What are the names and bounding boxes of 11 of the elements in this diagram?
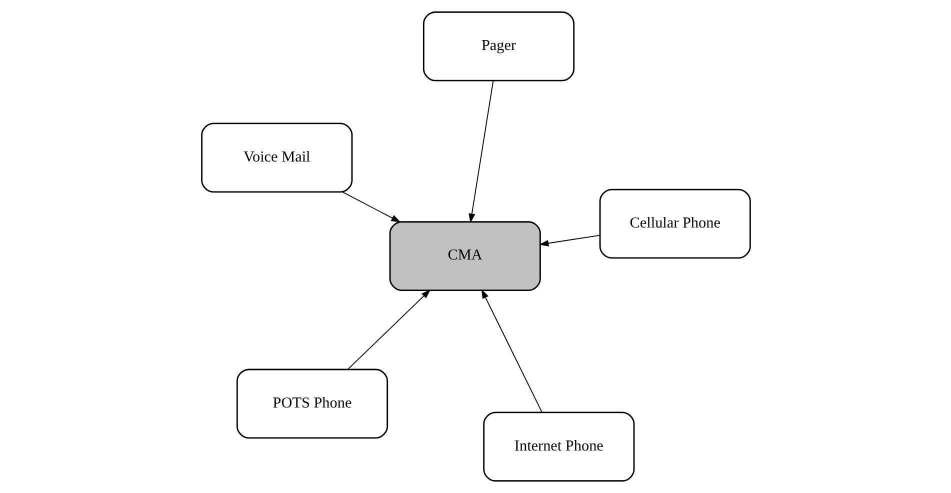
node-box: CMA [388,221,540,292]
arrow [538,234,600,247]
node-box: Voice Mail [200,122,352,193]
arrow [346,289,430,370]
node-box: Internet Phone [482,412,634,482]
node-box: POTS Phone [236,368,388,439]
node-box: Cellular Phone [598,188,750,259]
arrow [480,289,542,413]
arrow [468,80,494,224]
node-box: Pager [422,11,574,82]
arrow [341,191,400,222]
